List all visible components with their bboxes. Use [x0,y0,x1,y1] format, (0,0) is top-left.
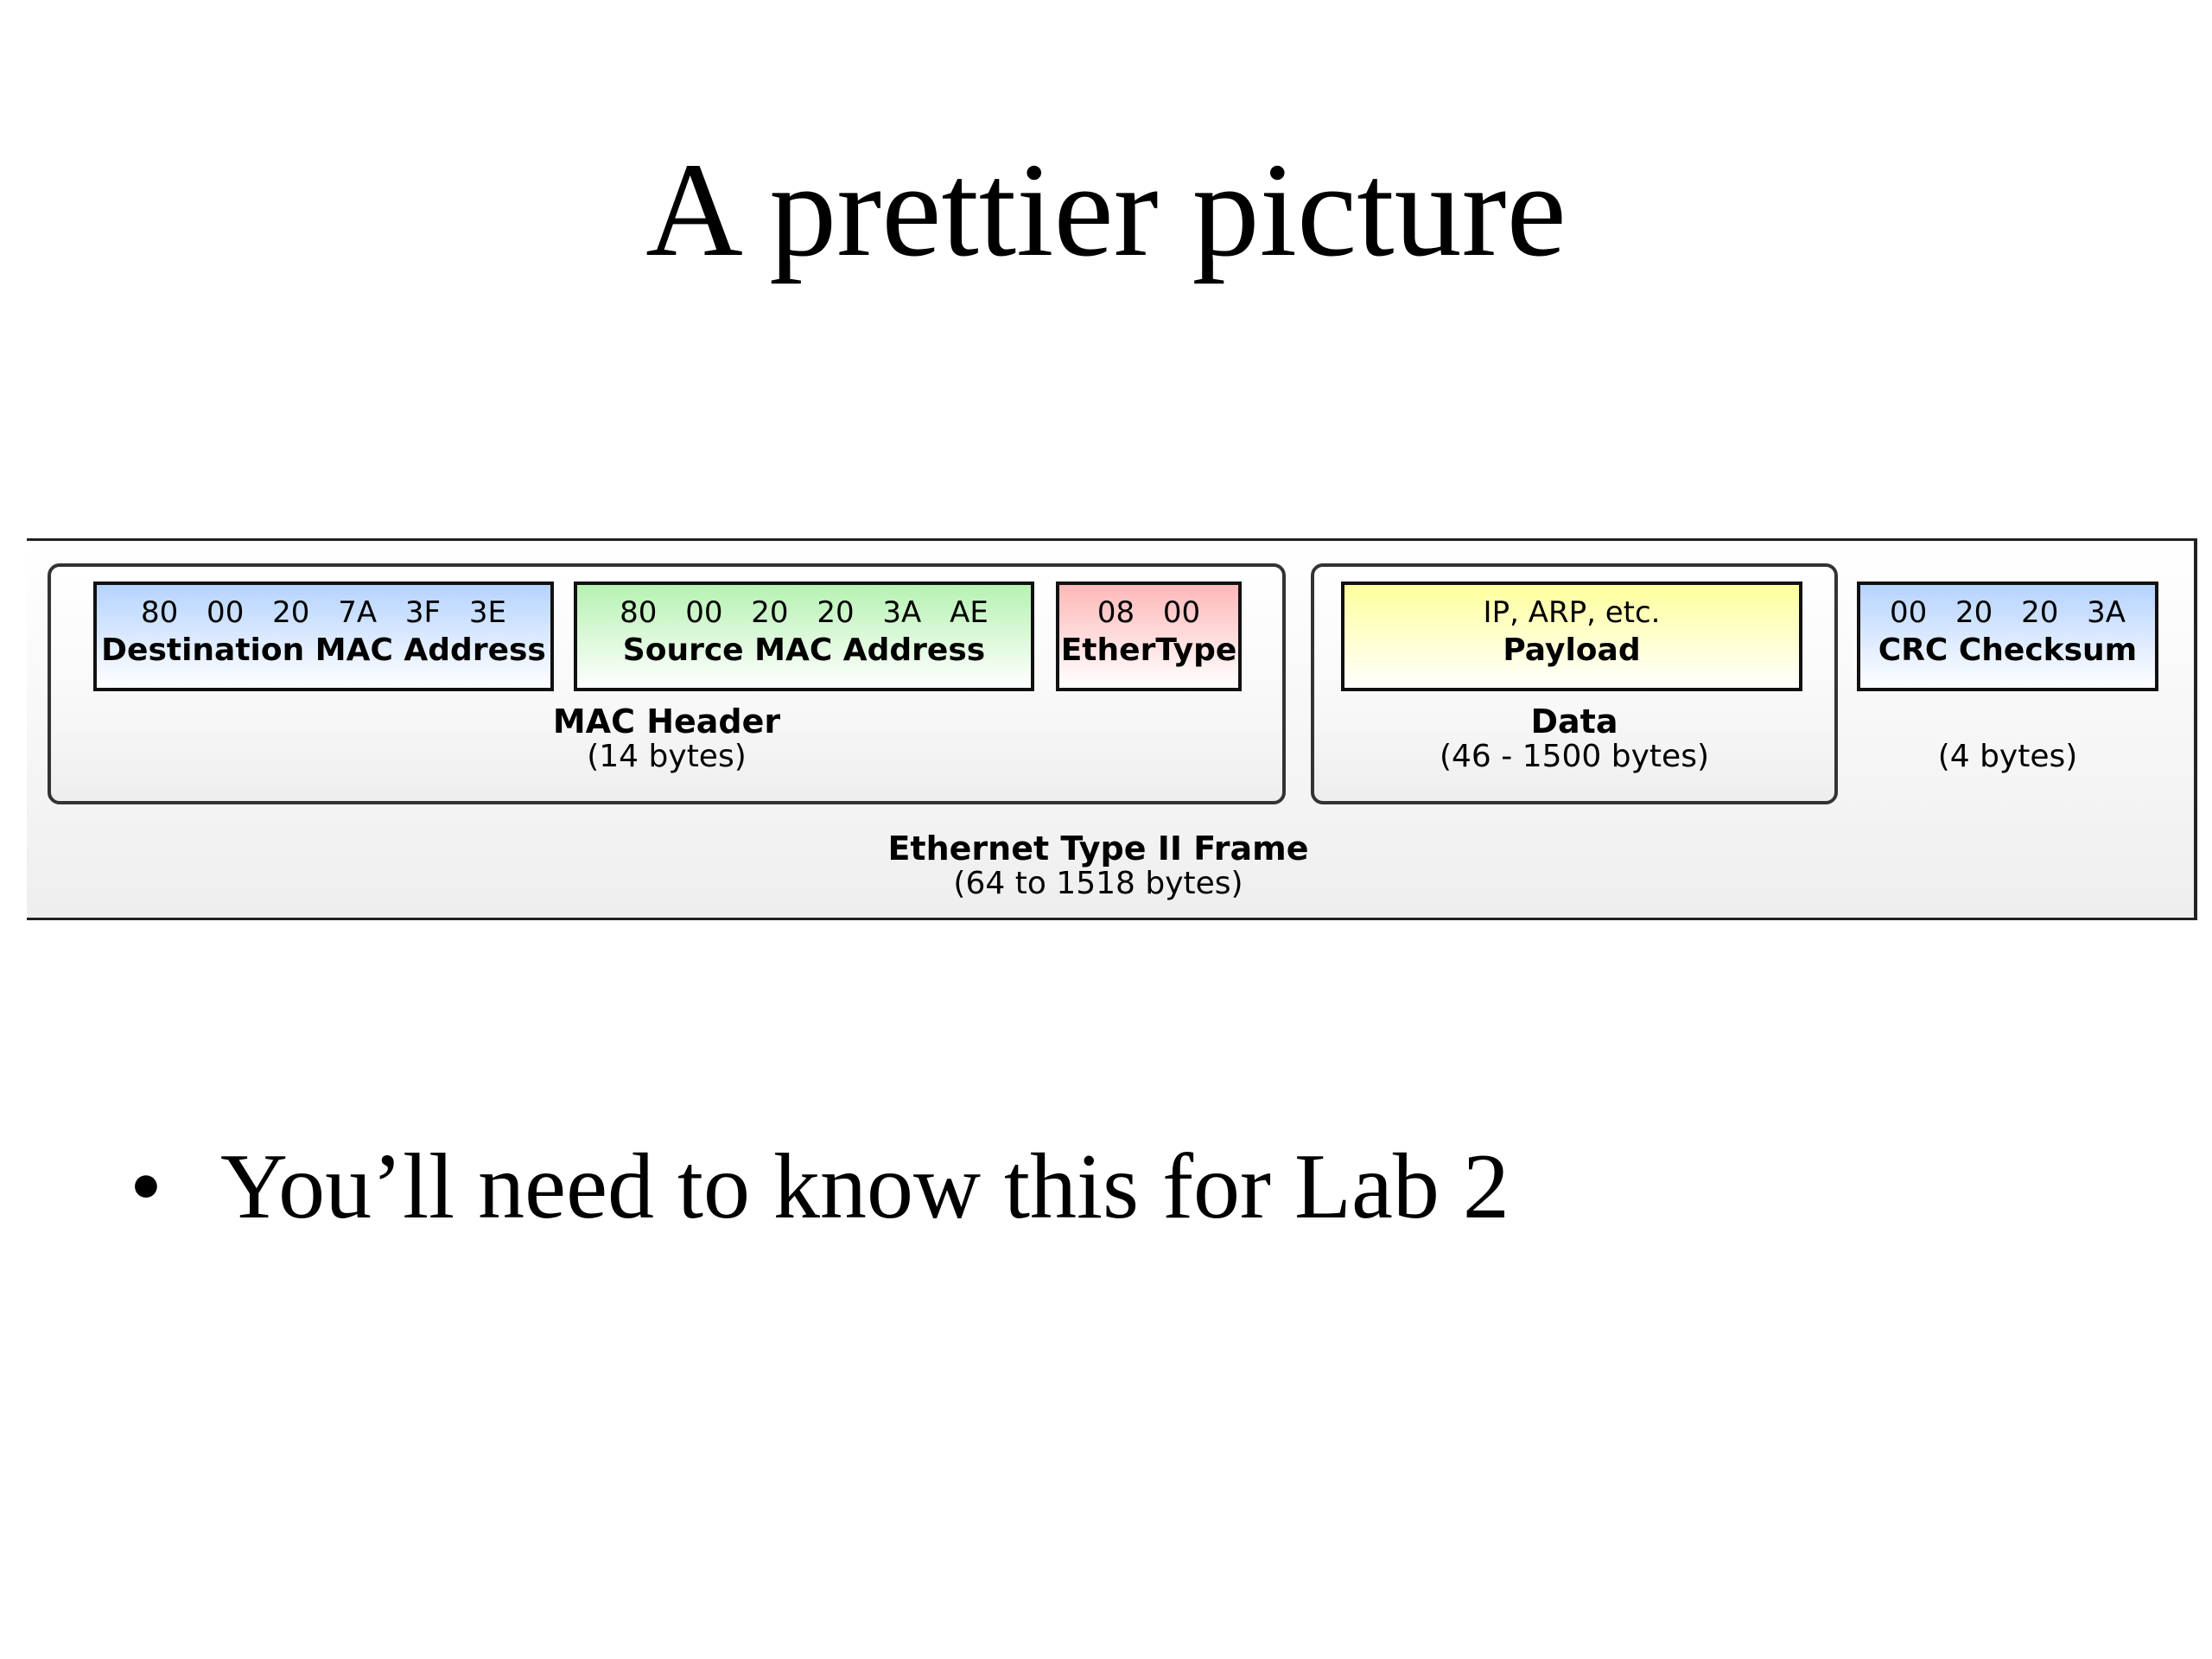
data-size: (46 - 1500 bytes) [1439,739,1709,774]
ethertype-bytes: 08 00 [1096,595,1201,630]
data-caption: Data (46 - 1500 bytes) [1311,703,1838,774]
source-mac-field: 80 00 20 20 3A AE Source MAC Address [574,582,1034,691]
frame-name: Ethernet Type II Frame [887,830,1309,868]
payload-bytes: IP, ARP, etc. [1483,595,1661,630]
crc-bytes: 00 20 20 3A [1889,595,2126,630]
destination-mac-bytes: 80 00 20 7A 3F 3E [140,595,507,630]
mac-header-caption: MAC Header (14 bytes) [48,703,1286,774]
crc-caption: (4 bytes) [1857,740,2158,774]
crc-size: (4 bytes) [1937,739,2078,774]
frame-caption: Ethernet Type II Frame (64 to 1518 bytes… [27,830,2170,901]
slide-title: A prettier picture [645,135,1567,284]
mac-header-name: MAC Header [552,702,781,741]
payload-field: IP, ARP, etc. Payload [1341,582,1802,691]
bullet-icon: • [130,1135,162,1238]
bullet-text: You’ll need to know this for Lab 2 [220,1135,1510,1238]
ethertype-field: 08 00 EtherType [1056,582,1242,691]
mac-header-size: (14 bytes) [587,739,747,774]
crc-label: CRC Checksum [1878,632,2138,668]
ethernet-frame-diagram: 80 00 20 7A 3F 3E Destination MAC Addres… [27,538,2197,920]
payload-label: Payload [1503,632,1641,668]
ethertype-label: EtherType [1060,632,1237,668]
source-mac-label: Source MAC Address [622,632,986,668]
frame-size: (64 to 1518 bytes) [953,866,1243,901]
bullet-item: • You’ll need to know this for Lab 2 [130,1135,1510,1239]
source-mac-bytes: 80 00 20 20 3A AE [620,595,988,630]
destination-mac-field: 80 00 20 7A 3F 3E Destination MAC Addres… [93,582,554,691]
data-name: Data [1530,702,1618,741]
crc-field: 00 20 20 3A CRC Checksum [1857,582,2158,691]
destination-mac-label: Destination MAC Address [101,632,546,668]
